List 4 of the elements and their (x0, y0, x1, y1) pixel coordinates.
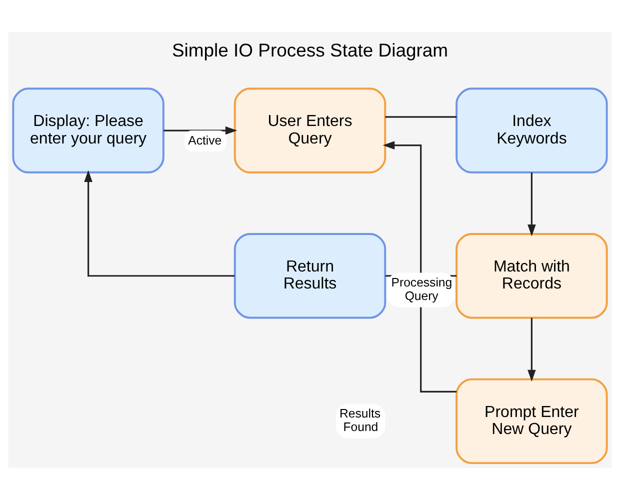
edge-label: Processing Query (391, 275, 452, 303)
label: Results Found (340, 406, 381, 434)
diagram-title: Simple IO Process State Diagram (172, 40, 448, 61)
edge-label: Active (188, 134, 222, 148)
